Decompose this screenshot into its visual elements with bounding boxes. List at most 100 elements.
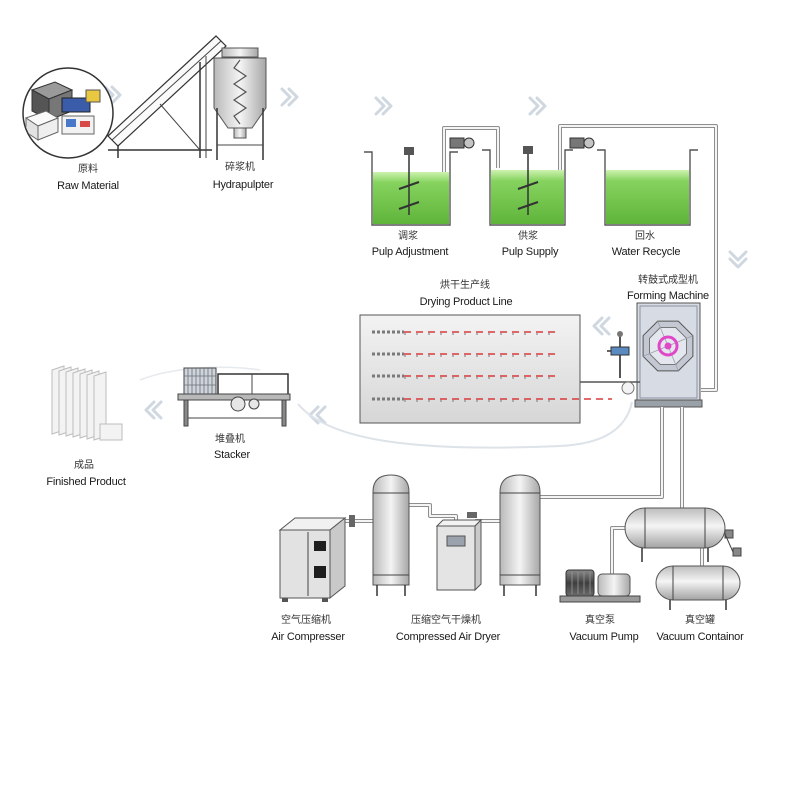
vacuum-container-label: Vacuum Containor [656, 631, 744, 643]
compressor-side [329, 516, 346, 600]
vacuum-tank-vent [724, 533, 734, 553]
transfer-roller [621, 381, 635, 395]
pulp-supply-label: Pulp Supply [502, 246, 559, 258]
stacker-leg [183, 399, 189, 427]
stacker-roller [230, 396, 246, 412]
valve-icon [732, 547, 742, 557]
product-box [99, 423, 123, 441]
compressor-vent [314, 566, 326, 578]
agitator-paddle [517, 181, 539, 190]
paper-sheet-yellow [85, 89, 101, 103]
conveyor-belt-edge [111, 40, 222, 141]
vacuum-container [624, 507, 726, 562]
forming-drum-hub [657, 335, 679, 357]
air-dryer-side [474, 518, 482, 592]
pulp-adjustment-tank [364, 147, 458, 226]
forming-machine-base [634, 399, 703, 408]
pipe-adjustment-to-supply-inner [443, 127, 499, 200]
product-transfer-swoosh [297, 401, 633, 449]
finished-product-label: Finished Product [46, 476, 125, 488]
agitator-motor [404, 147, 414, 155]
stacker-frame [217, 373, 289, 394]
pulp-adjustment-label: Pulp Adjustment [372, 246, 449, 258]
forming-machine [580, 302, 703, 408]
water-recycle-label-zh: 回水 [635, 230, 655, 242]
pulp-pipes [442, 124, 718, 392]
compressor-vent [314, 541, 326, 551]
stacker-label: Stacker [214, 449, 250, 461]
hydrapulper-label-zh: 碎浆机 [225, 160, 255, 173]
finished-product-stack [51, 365, 123, 441]
pipe-inner [409, 504, 457, 526]
stacker [177, 367, 291, 427]
forming-machine-label-zh: 转鼓式成型机 [638, 273, 698, 286]
vacuum-tank-body [655, 565, 741, 601]
drying-track-row [372, 397, 612, 402]
inclined-conveyor [107, 35, 227, 158]
flow-arrow-down-icon [728, 250, 748, 269]
water-liquid [606, 170, 689, 224]
conveyor-brace [159, 103, 201, 151]
flow-arrow-left-icon [144, 400, 163, 420]
air-receiver-tank [372, 474, 410, 596]
compressor-front [279, 529, 331, 599]
hydrapulper-motor [221, 47, 259, 58]
transfer-manipulator [607, 331, 630, 378]
hydrapulper-body [213, 57, 267, 129]
drying-track-row [372, 374, 560, 379]
hydrapulper-outlet [233, 127, 247, 139]
flow-arrow-right-icon [374, 96, 393, 116]
vacuum-pump-body [597, 573, 631, 597]
agitator-paddle [517, 201, 539, 210]
vacuum-pump-base [559, 595, 641, 603]
valve-icon [349, 515, 355, 527]
tray-stack-lines [184, 368, 216, 394]
compressed-air-dryer [435, 518, 483, 592]
agitator-paddle [398, 201, 420, 210]
pulp-pump-icon [449, 137, 475, 149]
forming-machine-label: Forming Machine [627, 290, 709, 302]
flow-arrow-left-icon [592, 316, 611, 336]
flow-arrow-right-icon [280, 87, 299, 107]
tank-wall [482, 149, 573, 226]
raw-material-illustration [22, 67, 114, 159]
vacuum-container-label-zh: 真空罐 [685, 613, 715, 626]
hydrapulper-label: Hydrapulpter [213, 179, 274, 191]
pipe-inner [540, 407, 663, 498]
tank-wall [364, 151, 458, 226]
pulp-adjustment-label-zh: 调浆 [398, 229, 418, 242]
vacuum-pump-label: Vacuum Pump [569, 631, 638, 643]
air-dryer-label-zh: 压缩空气干燥机 [411, 613, 481, 626]
air-dryer-label: Compressed Air Dryer [396, 631, 501, 643]
air-dryer-panel [446, 535, 466, 547]
paper-bundle-print [80, 121, 90, 127]
pipe-vacuum-tank-to-pump [610, 526, 626, 574]
compressor-foot [282, 598, 288, 602]
drying-track-row [372, 330, 560, 335]
vacuum-pump-label-zh: 真空泵 [585, 613, 615, 626]
flow-arrow-right-icon [528, 96, 547, 116]
stacker-roller [248, 398, 260, 410]
air-tank-body [372, 474, 410, 586]
pulp-pump-icon [569, 137, 595, 149]
raw-material-label-zh: 原料 [78, 162, 98, 175]
paper-box-white-side [37, 117, 59, 141]
tank-wall [597, 149, 698, 226]
forming-drum-spokes [642, 320, 694, 372]
hydrapulper-rotor [232, 59, 248, 125]
air-receiver-tank [499, 474, 541, 596]
agitator-motor [523, 146, 533, 154]
drying-line-label: Drying Product Line [420, 296, 513, 308]
stacker-label-zh: 堆叠机 [215, 432, 245, 445]
hydrapulper [213, 47, 267, 160]
pulp-liquid [373, 172, 449, 224]
raw-material-label: Raw Material [57, 180, 119, 192]
air-compressor-label-zh: 空气压缩机 [281, 613, 331, 626]
vacuum-pump-motor-fins [571, 572, 591, 594]
forming-machine-inner-frame [639, 305, 698, 399]
waste-paper-pile [24, 81, 101, 141]
drying-track-row [372, 352, 560, 357]
air-dryer-top [435, 519, 483, 527]
vacuum-container [655, 565, 741, 610]
forming-drum-axle [664, 342, 672, 350]
